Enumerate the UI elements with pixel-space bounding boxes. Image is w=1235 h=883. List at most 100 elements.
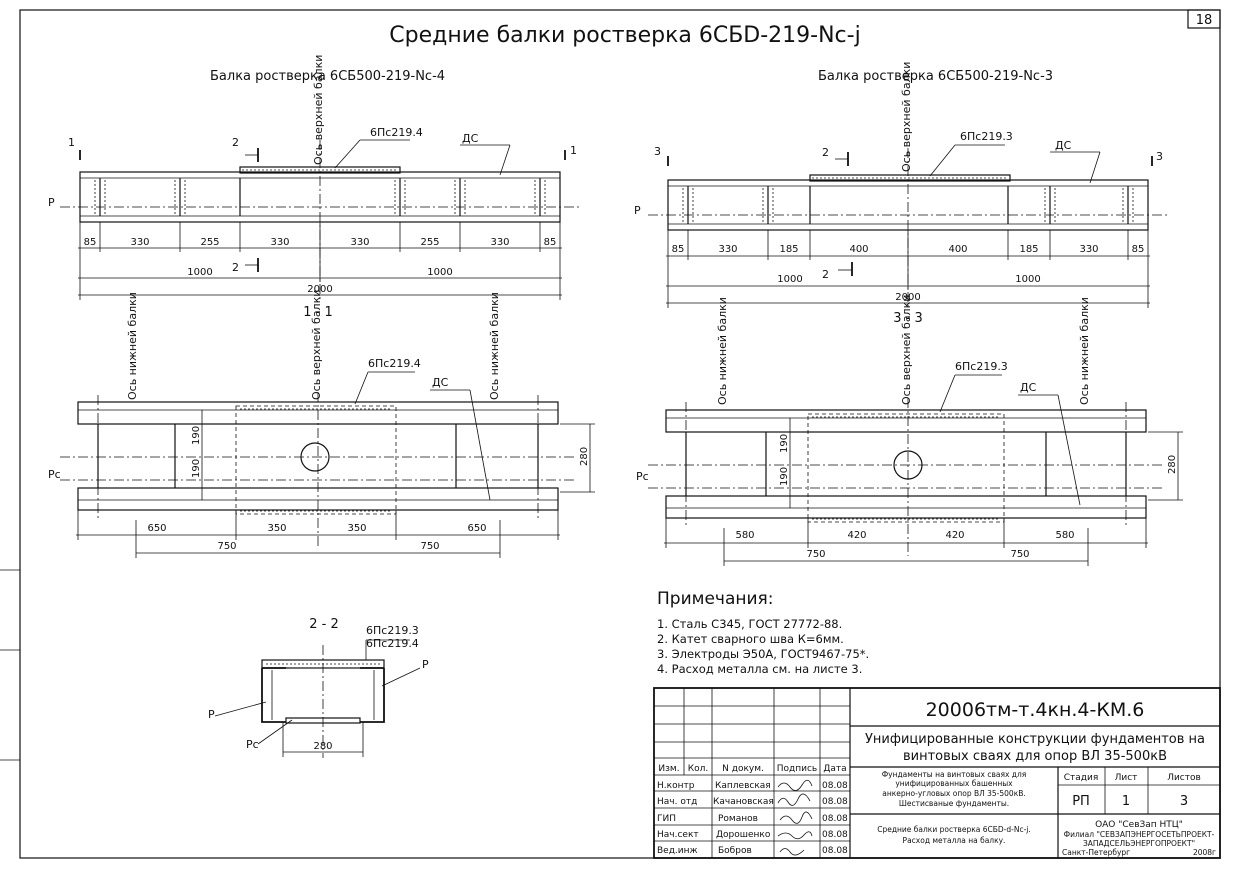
beam-left-dim-1: 330 [130,237,149,248]
section-3-3: 3 - 3 Pc Ось нижней балки Ось верхней ба… [636,295,1183,566]
note-2: 2. Катет сварного шва К=6мм. [657,632,844,646]
stamp-sheets: 3 [1180,794,1188,809]
beam-left-dim-0: 85 [84,237,97,248]
section-2-2-pc: Pc [246,738,259,751]
section-3-3-dim-2: 420 [945,530,964,541]
stamp-org-2: Филиал "СЕВЗАПЭНЕРГОСЕТЬПРОЕКТ- [1064,830,1215,839]
beam-right-sec2-bot: 2 [822,268,829,281]
beam-left-dim-2: 255 [200,237,219,248]
stamp-stage: РП [1072,794,1090,809]
stamp-project-2: винтовых сваях для опор ВЛ 35-500кВ [903,749,1167,764]
sheet-number: 18 [1196,13,1213,28]
section-1-1-lower-axis-l: Ось нижней балки [126,292,139,400]
beam-left-dim-6: 330 [490,237,509,248]
section-2-2-width: 280 [313,741,332,752]
note-3: 3. Электроды Э50А, ГОСТ9467-75*. [657,647,869,661]
stamp-date-0: 08.08 [822,781,848,791]
section-1-1-dim-3: 650 [467,523,486,534]
beam-right-sec3-l: 3 [654,145,661,158]
stamp-role-4: Вед.инж [657,846,698,856]
stamp-desc2-0: Средние балки ростверка 6СБD-d-Nc-j. [877,825,1031,834]
section-3-3-dim-0: 580 [735,530,754,541]
stamp-desc1-2: анкерно-угловых опор ВЛ 35-500кВ. [882,789,1026,798]
stamp-name-4: Бобров [718,846,752,856]
stamp-role-0: Н.контр [657,781,695,791]
beam-right-dim-5: 185 [1019,244,1038,255]
stamp-org-3: ЗАПАДСЕЛЬЭНЕРГОПРОЕКТ" [1083,839,1195,848]
beam-right-sec3-r: 3 [1156,150,1163,163]
section-3-3-half-1: 750 [1010,549,1029,560]
section-3-3-lower-axis-l: Ось нижней балки [716,297,729,405]
section-1-1-plate: 6Пс219.4 [368,357,421,370]
stamp-hdr-3: Подпись [777,764,817,774]
stamp-sheet-label: Лист [1115,773,1138,783]
beam-right-view: Балка ростверка 6СБ500-219-Nc-3 Ось верх… [634,62,1168,308]
section-2-2-plate-a: 6Пс219.3 [366,624,419,637]
beam-left-axis-label: Ось верхней балки [312,55,325,165]
beam-right-plate-label: 6Пс219.3 [960,130,1013,143]
section-1-1: 1 - 1 Pc Ось нижней балки Ось верхней ба… [48,290,595,558]
beam-left-ds-label: ДС [462,132,479,145]
notes: Примечания: 1. Сталь С345, ГОСТ 27772-88… [657,589,869,676]
section-3-3-dim-1: 420 [847,530,866,541]
stamp-sheet: 1 [1122,794,1130,809]
stamp-hdr-0: Изм. [658,764,679,774]
section-3-3-h: 280 [1167,455,1178,474]
stamp-org-1: ОАО "СевЗап НТЦ" [1095,820,1183,830]
section-3-3-dim-3: 580 [1055,530,1074,541]
beam-left-dim-5: 255 [420,237,439,248]
section-1-1-pc: Pc [48,468,61,481]
beam-left-sec2-bot: 2 [232,261,239,274]
section-2-2-title: 2 - 2 [309,617,339,632]
beam-left-half-1: 1000 [427,267,452,278]
stamp-desc1-3: Шестисваные фундаменты. [899,799,1009,808]
section-3-3-upper-axis: Ось верхней балки [900,295,913,405]
section-2-2-p-left: P [208,708,215,721]
stamp-city: Санкт-Петербург [1062,848,1130,857]
stamp-code: 20006тм-т.4кн.4-КМ.6 [926,699,1145,721]
beam-right-ds-label: ДС [1055,139,1072,152]
section-2-2-plate-b: 6Пс219.4 [366,637,419,650]
section-1-1-h: 280 [579,447,590,466]
section-1-1-dim-2: 350 [347,523,366,534]
section-1-1-ds: ДС [432,376,449,389]
stamp-date-1: 08.08 [822,797,848,807]
beam-left-half-0: 1000 [187,267,212,278]
beam-right-dim-6: 330 [1079,244,1098,255]
stamp-stage-label: Стадия [1064,773,1099,783]
page-title: Средние балки ростверка 6СБD-219-Nc-j [389,23,860,48]
section-1-1-v2: 190 [191,459,202,478]
stamp-name-0: Каплевская [715,781,771,791]
section-3-3-v1: 190 [779,434,790,453]
stamp-year: 2008г [1193,848,1216,857]
stamp-signers: Н.контр Каплевская 08.08 Нач. отд Качано… [657,781,848,856]
section-1-1-v1: 190 [191,426,202,445]
section-3-3-plate: 6Пс219.3 [955,360,1008,373]
beam-right-dim-1: 330 [718,244,737,255]
beam-right-half-1: 1000 [1015,274,1040,285]
stamp-date-3: 08.08 [822,830,848,840]
beam-left-p-label: P [48,196,55,209]
beam-left-sec1-r: 1 [570,144,577,157]
stamp-role-3: Нач.сект [657,830,699,840]
beam-left-view: Балка ростверка 6СБ500-219-Nc-4 Ось верх… [48,55,580,300]
notes-heading: Примечания: [657,589,774,609]
beam-right-p-label: P [634,204,641,217]
beam-right-total: 2000 [895,292,920,303]
beam-left-caption: Балка ростверка 6СБ500-219-Nc-4 [210,69,445,84]
section-1-1-upper-axis: Ось верхней балки [310,290,323,400]
stamp-sheets-label: Листов [1167,773,1201,783]
stamp-date-4: 08.08 [822,846,848,856]
sheet-number-box [1187,9,1221,29]
section-1-1-dim-1: 350 [267,523,286,534]
beam-right-dim-4: 400 [948,244,967,255]
section-1-1-dim-0: 650 [147,523,166,534]
stamp-hdr-2: N докум. [722,764,764,774]
beam-left-sec1-l: 1 [68,136,75,149]
beam-right-dim-3: 400 [849,244,868,255]
section-1-1-half-0: 750 [217,541,236,552]
stamp-project-1: Унифицированные конструкции фундаментов … [865,732,1205,747]
section-3-3-title: 3 - 3 [893,311,923,326]
stamp-hdr-4: Дата [823,764,846,774]
